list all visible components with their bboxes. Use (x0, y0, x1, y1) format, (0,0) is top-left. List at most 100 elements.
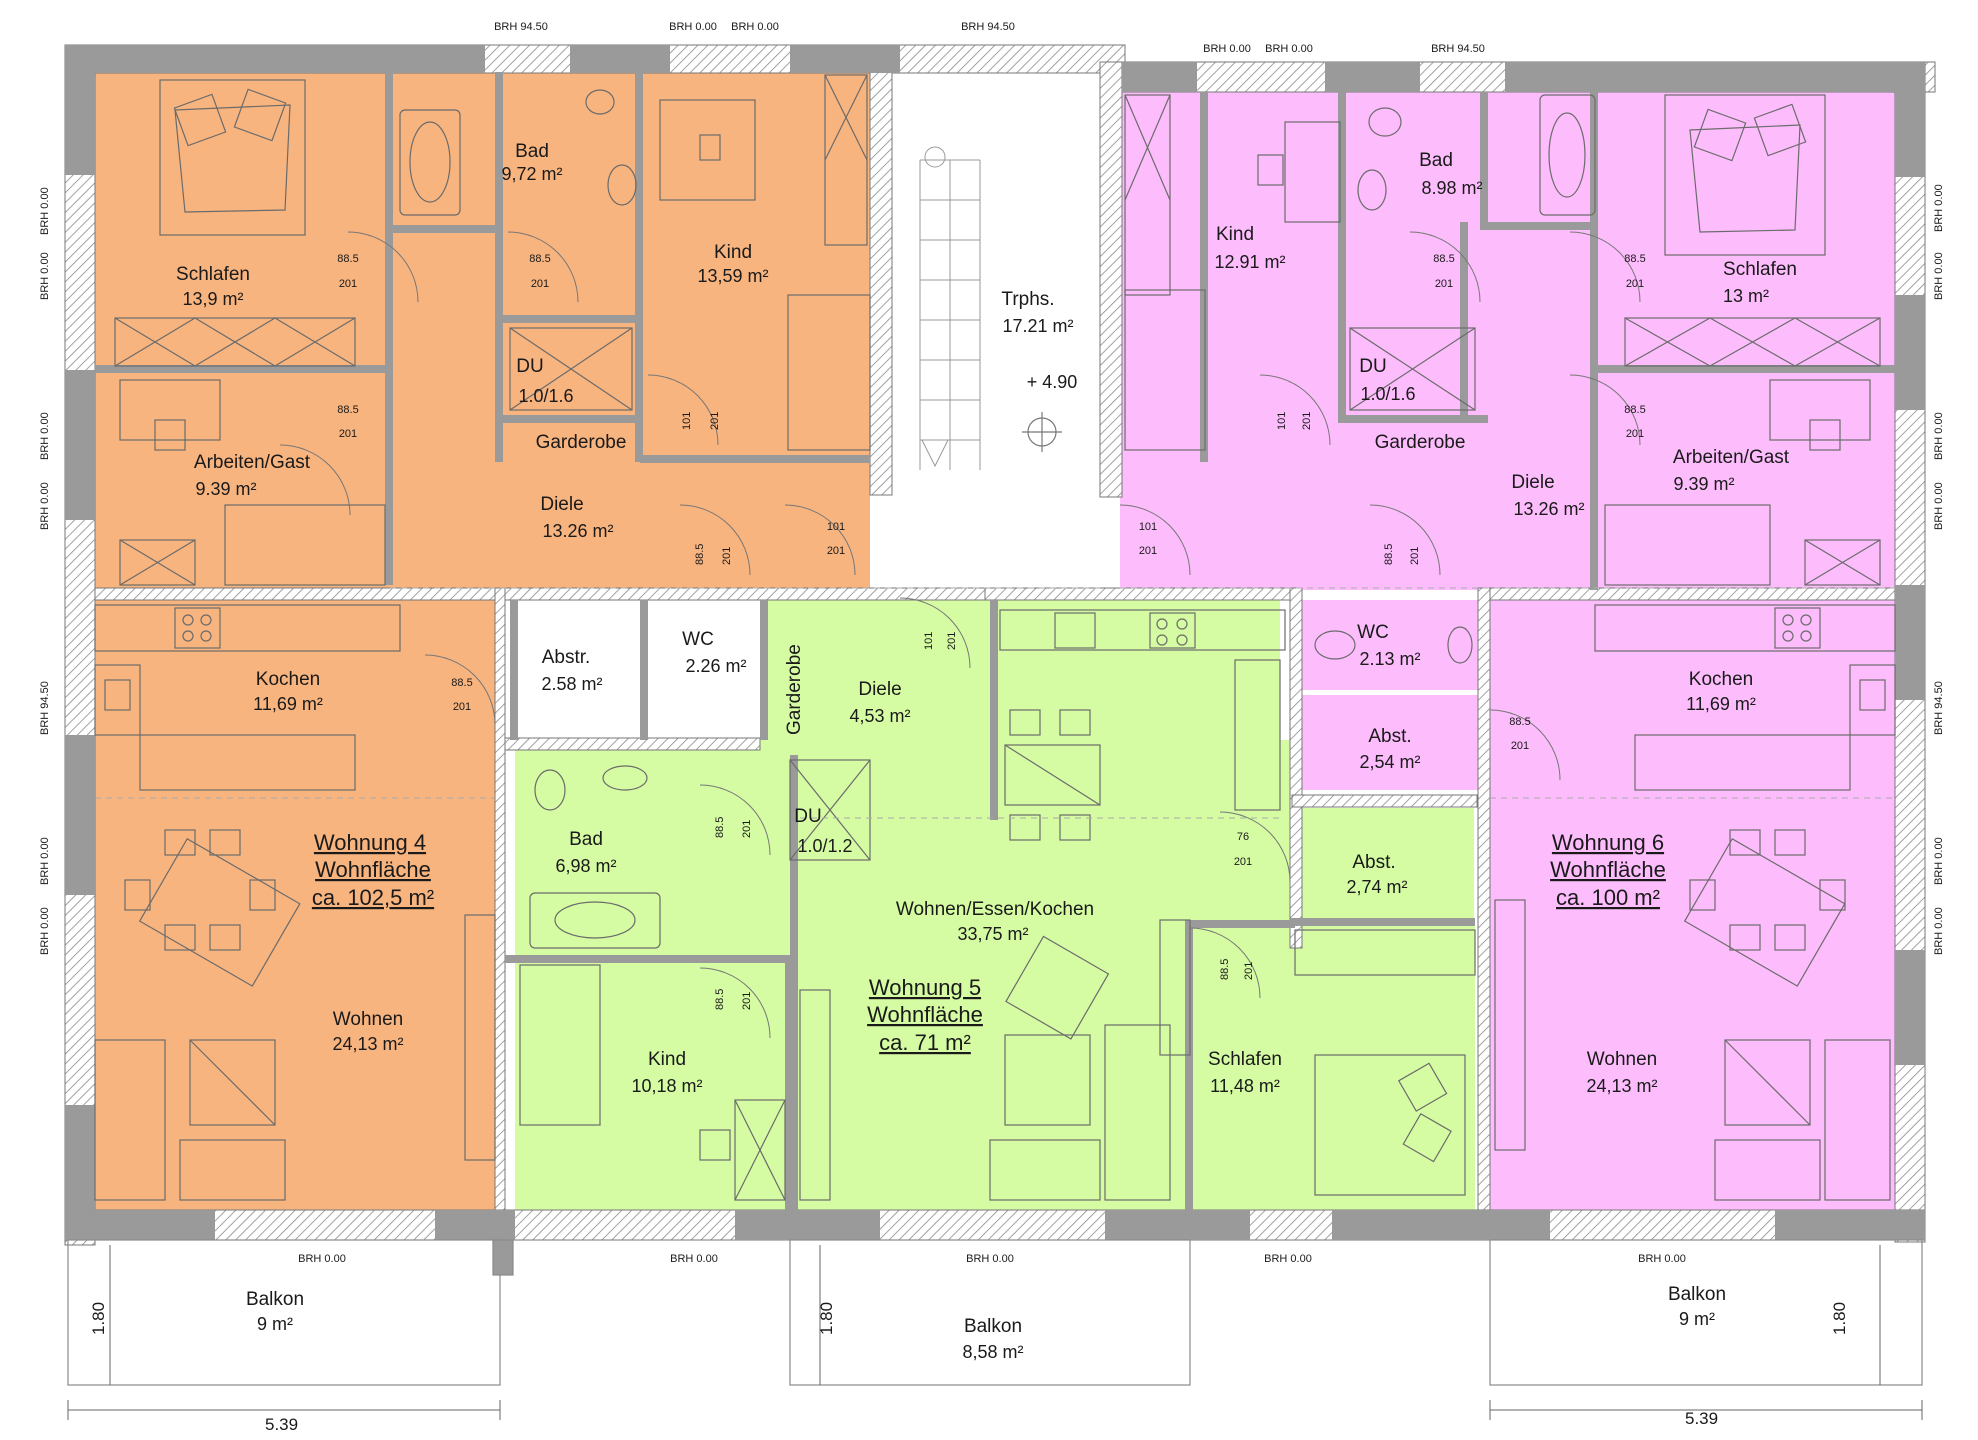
w6-schlafen-name: Schlafen (1723, 259, 1797, 280)
door-w6-bad-w: 88.5 (1433, 253, 1454, 265)
vdoor-w5-kind-h: 201 (741, 992, 753, 1010)
brh-labels-left: BRH 0.00 BRH 0.00 BRH 0.00 BRH 0.00 BRH … (39, 187, 51, 955)
brh-left-2: BRH 0.00 (39, 252, 51, 300)
vdoor-w6-kind-w: 101 (1276, 412, 1288, 430)
brh-labels: BRH 94.50 BRH 0.00 BRH 0.00 BRH 94.50 BR… (298, 21, 1686, 1265)
w4-schlafen-area: 13,9 m² (182, 289, 243, 309)
vdoor-w5-schlafen-h: 201 (1243, 962, 1255, 980)
balcony-mid-name: Balkon (964, 1316, 1022, 1337)
dimension-labels: 1.80 1.80 1.80 5.39 5.39 (89, 1302, 1849, 1434)
door-w5-wohnen-h: 201 (1234, 856, 1252, 868)
w6-schlafen-area: 13 m² (1723, 286, 1769, 306)
brh-left-6: BRH 0.00 (39, 837, 51, 885)
w4-zone (95, 72, 870, 1210)
door-w6-arb-h: 201 (1626, 428, 1644, 440)
brh-right-1: BRH 0.00 (1933, 184, 1945, 232)
brh-left-1: BRH 0.00 (39, 187, 51, 235)
door-w6-schlafen-h: 201 (1626, 278, 1644, 290)
w6-wc-name: WC (1357, 622, 1389, 643)
w5-du-area: 1.0/1.2 (797, 836, 852, 856)
vdoor-w5-entry-w: 101 (923, 632, 935, 650)
w6-kind-area: 12.91 m² (1214, 252, 1285, 272)
w4-wohnen-name: Wohnen (333, 1009, 403, 1030)
door-w5-wohnen-w: 76 (1237, 831, 1249, 843)
dim-right-depth: 1.80 (1830, 1302, 1849, 1335)
w5-diele-area: 4,53 m² (849, 706, 910, 726)
vdoor-w4-kind-h: 201 (709, 412, 721, 430)
w6-kochen-area: 11,69 m² (1686, 694, 1756, 714)
w6-du-name: DU (1359, 356, 1386, 377)
w6-abst1-zone (1302, 695, 1478, 790)
brh-top-1: BRH 94.50 (494, 21, 548, 33)
vdoor-w5-schlafen-w: 88.5 (1219, 959, 1231, 980)
w4-area: ca. 102,5 m² (312, 885, 434, 910)
balcony-mid (789, 1239, 1191, 1386)
interior-walls (95, 72, 1895, 1215)
vdoor-w5-kind-w: 88.5 (714, 989, 726, 1010)
door-w4-schlafen-w: 88.5 (337, 253, 358, 265)
dim-left-depth: 1.80 (89, 1302, 108, 1335)
balcony-right-area: 9 m² (1679, 1309, 1715, 1329)
dimension-lines (67, 1245, 1923, 1420)
w4-diele-area: 13.26 m² (542, 521, 613, 541)
balcony-left-area: 9 m² (257, 1314, 293, 1334)
vdoor-w6-diele-w: 88.5 (1383, 544, 1395, 565)
vdoor-w5-entry-h: 201 (946, 632, 958, 650)
brh-top-5: BRH 0.00 (1203, 43, 1251, 55)
w6-wc-area: 2.13 m² (1359, 649, 1420, 669)
w4-schlafen-name: Schlafen (176, 264, 250, 285)
w4-bad-name: Bad (515, 141, 549, 162)
trphs-name: Trphs. (1001, 289, 1054, 310)
w6-label: Wohnfläche (1550, 857, 1666, 882)
door-w4-schlafen-h: 201 (339, 278, 357, 290)
w4-wc-area: 2.26 m² (685, 656, 746, 676)
door-w6-schlafen-w: 88.5 (1624, 253, 1645, 265)
vdoor-w4-diele-w: 88.5 (694, 544, 706, 565)
door-w4-arb-h: 201 (339, 428, 357, 440)
door-w4-kochen-w: 88.5 (451, 677, 472, 689)
brh-top-2: BRH 0.00 (669, 21, 717, 33)
apartment-titles: Wohnung 4 Wohnfläche ca. 102,5 m² Wohnun… (312, 830, 1666, 1055)
w5-kind-name: Kind (648, 1049, 686, 1070)
w4-du-name: DU (516, 356, 543, 377)
room-labels: Schlafen 13,9 m² Bad 9,72 m² Kind 13,59 … (176, 141, 1797, 1362)
w4-arbeiten-area: 9.39 m² (195, 479, 256, 499)
w6-abst2-area: 2,74 m² (1346, 877, 1407, 897)
door-labels: 88.5 201 88.5 201 88.5 201 101 201 88.5 … (337, 253, 1645, 868)
w5-wohnen-area: 33,75 m² (957, 924, 1028, 944)
door-labels-vertical: 101 201 88.5 201 101 201 88.5 201 88.5 2… (681, 412, 1421, 1010)
w4-du-area: 1.0/1.6 (518, 386, 573, 406)
w5-title: Wohnung 5 (869, 975, 981, 1000)
w5-kind-area: 10,18 m² (631, 1076, 702, 1096)
trphs-area: 17.21 m² (1002, 316, 1073, 336)
w6-du-area: 1.0/1.6 (1360, 384, 1415, 404)
dim-mid-depth: 1.80 (817, 1302, 836, 1335)
w5-schlafen-name: Schlafen (1208, 1049, 1282, 1070)
zone-lines (95, 587, 1895, 819)
w6-wohnen-area: 24,13 m² (1586, 1076, 1657, 1096)
door-w6-bad-h: 201 (1435, 278, 1453, 290)
balcony-left (67, 1239, 501, 1386)
w6-bad-area: 8.98 m² (1421, 178, 1482, 198)
trphs-level: + 4.90 (1027, 372, 1078, 392)
w4-arbeiten-name: Arbeiten/Gast (194, 452, 311, 473)
apartment-5-fill (515, 600, 1292, 1210)
w4-kind-name: Kind (714, 242, 752, 263)
w6-bad-name: Bad (1419, 150, 1453, 171)
w6-abst1-name: Abst. (1368, 726, 1411, 747)
w6-schlafen-zone (1190, 925, 1475, 1210)
w4-title: Wohnung 4 (314, 830, 426, 855)
level-marker-icon (1022, 412, 1062, 452)
brh-bot-5: BRH 0.00 (1638, 1253, 1686, 1265)
brh-right-5: BRH 94.50 (1933, 681, 1945, 735)
w6-garderobe-name: Garderobe (1375, 432, 1466, 453)
balcony-right-name: Balkon (1668, 1284, 1726, 1305)
vdoor-w6-kind-h: 201 (1301, 412, 1313, 430)
brh-right-2: BRH 0.00 (1933, 252, 1945, 300)
w5-diele-name: Diele (858, 679, 901, 700)
brh-bot-2: BRH 0.00 (670, 1253, 718, 1265)
w6-kind-name: Kind (1216, 224, 1254, 245)
brh-labels-right: BRH 0.00 BRH 0.00 BRH 0.00 BRH 0.00 BRH … (1933, 184, 1945, 955)
vdoor-w4-kind-w: 101 (681, 412, 693, 430)
